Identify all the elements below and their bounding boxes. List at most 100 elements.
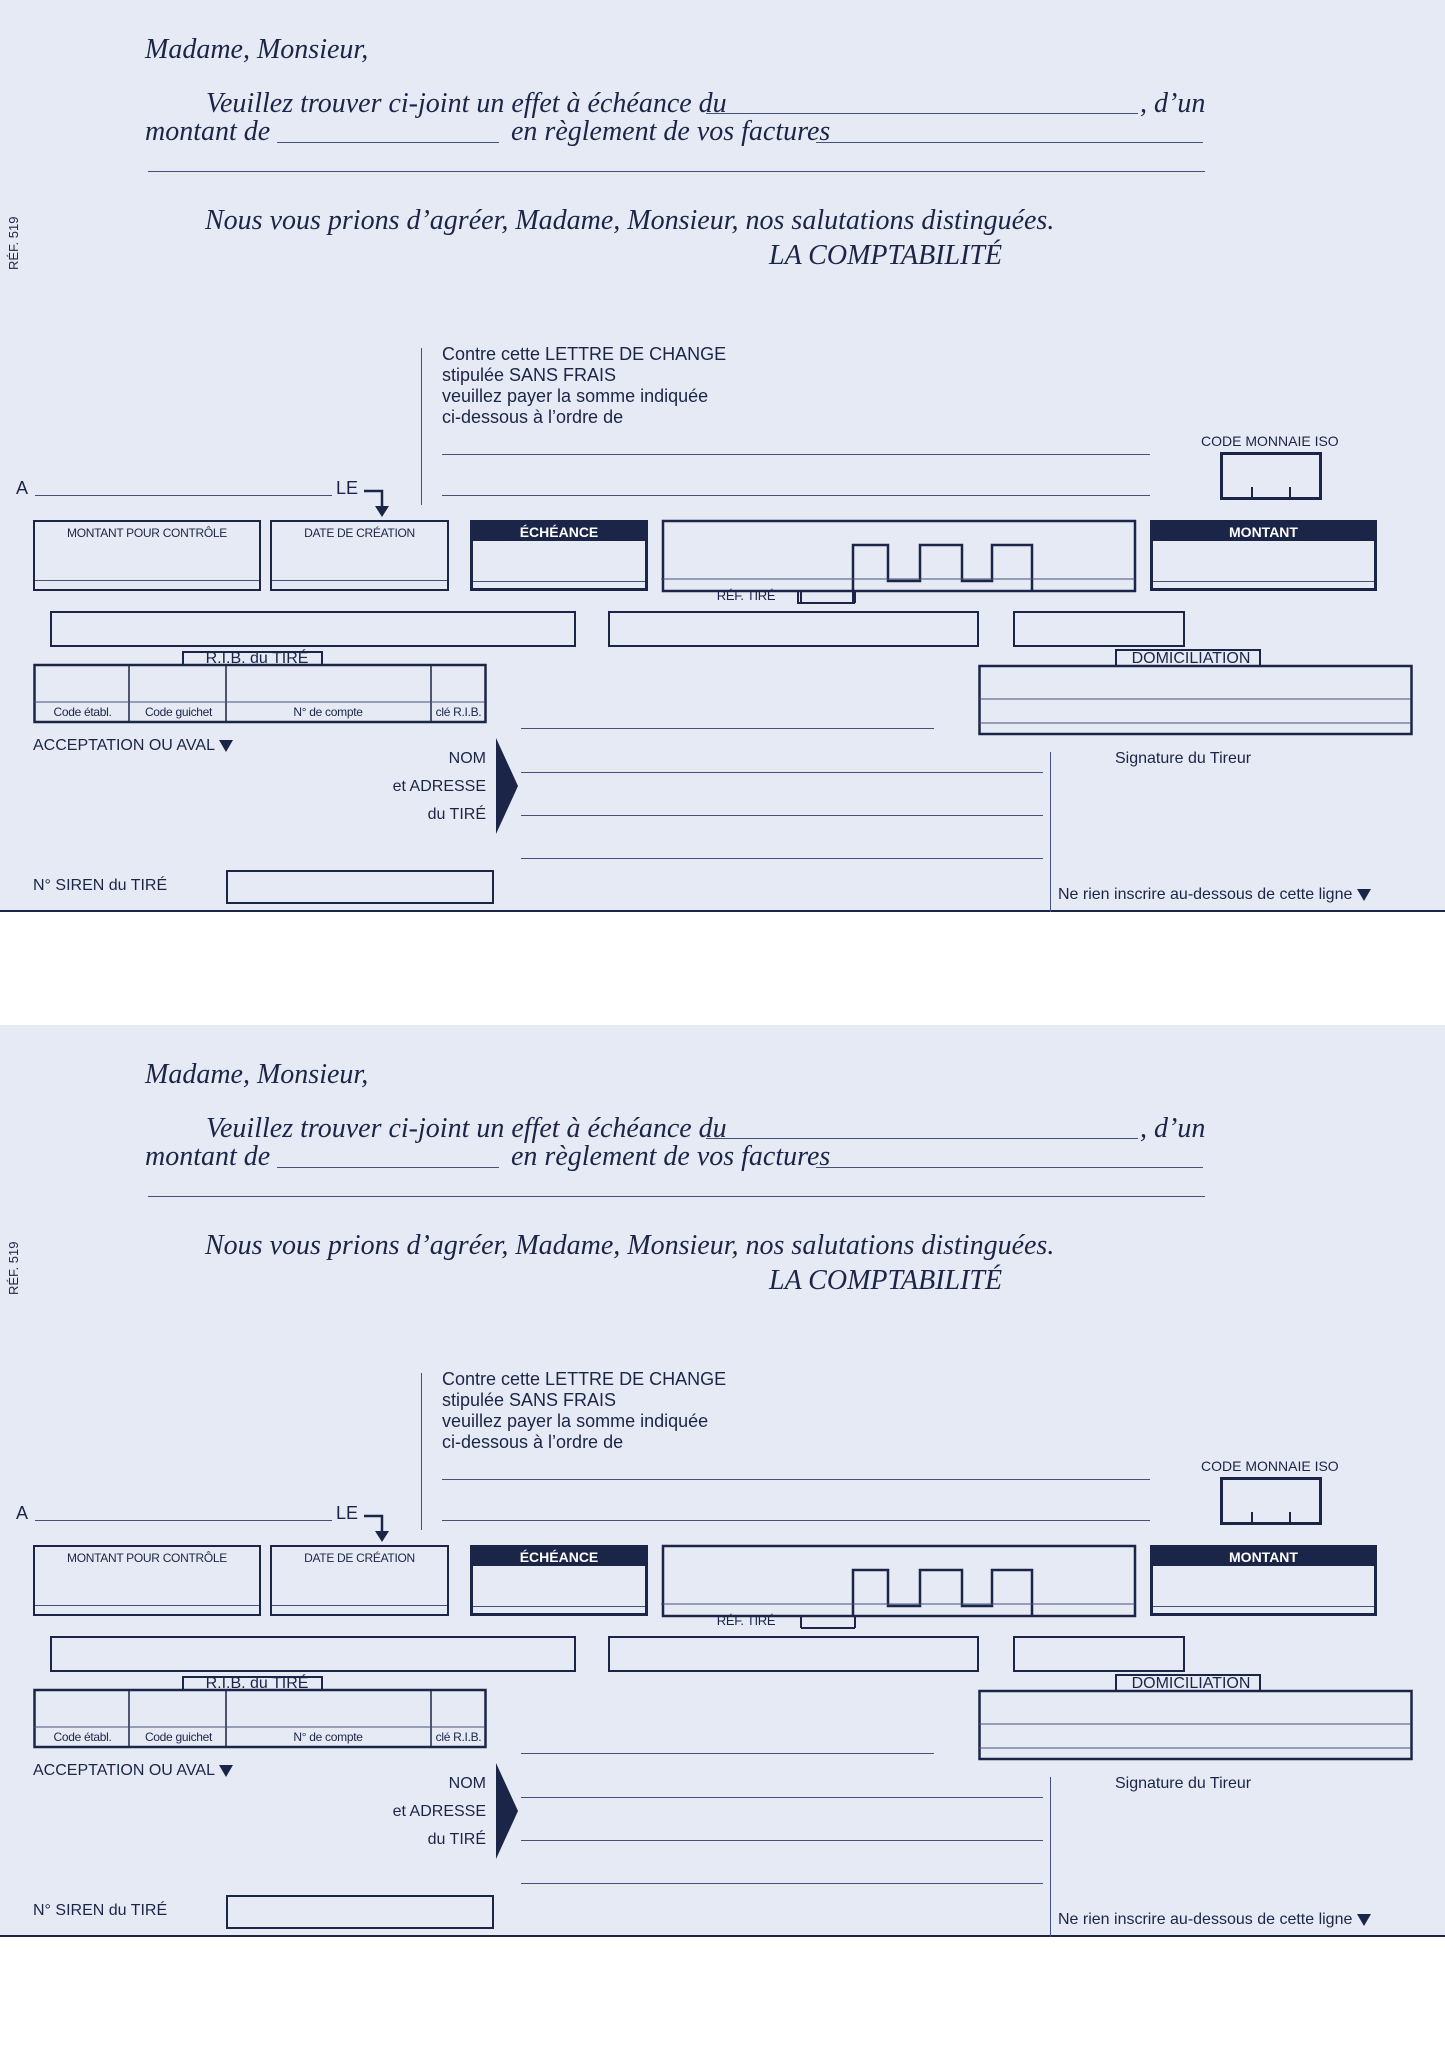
instructions-line1: Contre cette LETTRE DE CHANGE (442, 1369, 727, 1389)
drawee-ref-label: RÉF. TIRÉ (716, 588, 776, 603)
due-date-field[interactable] (706, 1138, 1138, 1139)
domiciliation-label: DOMICILIATION (1131, 1675, 1251, 1692)
address-line-3[interactable] (521, 1883, 1043, 1884)
creation-date-rule (272, 1605, 447, 1606)
payee-line-2[interactable] (442, 495, 1150, 496)
creation-date-label: DATE DE CRÉATION (304, 1551, 415, 1565)
creation-date-rule (272, 580, 447, 581)
payee-line-1[interactable] (442, 454, 1150, 455)
rib-key-label: clé R.I.B. (435, 705, 482, 719)
amount-field[interactable] (277, 1167, 499, 1168)
closing-line: Nous vous prions d’agréer, Madame, Monsi… (205, 205, 1055, 236)
drawee-reference-box[interactable] (661, 519, 1138, 605)
account-number-label: N° de compte (293, 705, 363, 719)
bank-code-label: Code établ. (53, 1730, 112, 1744)
rib-label: R.I.B. du TIRÉ (205, 650, 309, 667)
currency-code-label: CODE MONNAIE ISO (1201, 433, 1339, 449)
place-field[interactable] (35, 495, 332, 496)
date-label: LE (336, 1503, 359, 1523)
invoices-field-cont[interactable] (148, 171, 1205, 172)
domiciliation-box[interactable] (978, 647, 1414, 737)
triangle-down-icon (1356, 1913, 1371, 1926)
control-amount-box[interactable]: MONTANT POUR CONTRÔLE (33, 520, 261, 591)
reference-number: RÉF. 519 (6, 216, 21, 270)
payment-instructions: Contre cette LETTRE DE CHANGE stipulée S… (442, 344, 726, 428)
middle-field[interactable] (608, 1636, 979, 1672)
closing-line: Nous vous prions d’agréer, Madame, Monsi… (205, 1230, 1055, 1261)
address-line-3[interactable] (521, 858, 1043, 859)
address-line-1[interactable] (521, 772, 1043, 773)
bill-of-exchange-form-2: Madame, Monsieur, Veuillez trouver ci-jo… (0, 1025, 1445, 1937)
address-line-2[interactable] (521, 815, 1043, 816)
drawee-name-address-labels: NOM et ADRESSE du TIRÉ (330, 1770, 486, 1854)
place-label: A (16, 478, 29, 498)
address-label: et ADRESSE (392, 1803, 486, 1820)
account-number-label: N° de compte (293, 1730, 363, 1744)
bill-of-exchange-form-1: Madame, Monsieur, Veuillez trouver ci-jo… (0, 0, 1445, 912)
amount-field[interactable] (277, 142, 499, 143)
place-field[interactable] (35, 1520, 332, 1521)
amount-box[interactable]: MONTANT (1150, 1545, 1377, 1616)
middle-field[interactable] (608, 611, 979, 647)
drawee-label: du TIRÉ (427, 806, 486, 823)
reference-number: RÉF. 519 (6, 1241, 21, 1295)
invoices-field[interactable] (816, 142, 1203, 143)
vertical-divider (421, 348, 422, 505)
address-line-0[interactable] (521, 728, 934, 729)
small-field[interactable] (1013, 611, 1185, 647)
creation-date-box[interactable]: DATE DE CRÉATION (270, 520, 449, 591)
small-field[interactable] (1013, 1636, 1185, 1672)
rib-key-label: clé R.I.B. (435, 1730, 482, 1744)
branch-code-label: Code guichet (144, 705, 213, 719)
name-label: NOM (448, 1775, 486, 1792)
accounting-signature: LA COMPTABILITÉ (769, 1265, 1003, 1296)
siren-label: N° SIREN du TIRÉ (33, 877, 168, 894)
rib-name-field[interactable] (50, 611, 576, 647)
invoices-field[interactable] (816, 1167, 1203, 1168)
control-amount-box[interactable]: MONTANT POUR CONTRÔLE (33, 1545, 261, 1616)
domiciliation-label: DOMICILIATION (1131, 650, 1251, 667)
currency-tick-1 (1251, 1512, 1253, 1524)
drawee-reference-box[interactable] (661, 1544, 1138, 1630)
address-line-2[interactable] (521, 1840, 1043, 1841)
place-label: A (16, 1503, 29, 1523)
due-date-box[interactable]: ÉCHÉANCE (470, 1545, 648, 1616)
acceptance-text: ACCEPTATION OU AVAL (33, 737, 215, 754)
vertical-divider (421, 1373, 422, 1530)
currency-tick-2 (1289, 487, 1291, 499)
instructions-line3: veuillez payer la somme indiquée (442, 1411, 709, 1431)
due-date-box[interactable]: ÉCHÉANCE (470, 520, 648, 591)
address-line-0[interactable] (521, 1753, 934, 1754)
invoices-field-cont[interactable] (148, 1196, 1205, 1197)
rib-name-field[interactable] (50, 1636, 576, 1672)
siren-field[interactable] (226, 1895, 494, 1929)
drawee-ref-label: RÉF. TIRÉ (716, 1613, 776, 1628)
letter-line2-start: montant de (145, 116, 271, 147)
currency-code-box[interactable] (1220, 1477, 1322, 1525)
rib-table[interactable] (33, 649, 488, 725)
amount-header: MONTANT (1153, 1548, 1374, 1566)
currency-code-box[interactable] (1220, 452, 1322, 500)
signature-divider (1050, 752, 1051, 912)
siren-label: N° SIREN du TIRÉ (33, 1902, 168, 1919)
domiciliation-box[interactable] (978, 1672, 1414, 1762)
payee-line-1[interactable] (442, 1479, 1150, 1480)
name-label: NOM (448, 750, 486, 767)
control-amount-rule (35, 580, 259, 581)
siren-field[interactable] (226, 870, 494, 904)
letter-line2-start: montant de (145, 1141, 271, 1172)
currency-code-label: CODE MONNAIE ISO (1201, 1458, 1339, 1474)
control-amount-rule (35, 1605, 259, 1606)
do-not-write-text: Ne rien inscrire au-dessous de cette lig… (1058, 1911, 1353, 1928)
rib-table[interactable] (33, 1674, 488, 1750)
salutation: Madame, Monsieur, (145, 34, 369, 65)
amount-box[interactable]: MONTANT (1150, 520, 1377, 591)
triangle-down-icon (218, 739, 233, 752)
payee-line-2[interactable] (442, 1520, 1150, 1521)
creation-date-box[interactable]: DATE DE CRÉATION (270, 1545, 449, 1616)
address-line-1[interactable] (521, 1797, 1043, 1798)
currency-tick-2 (1289, 1512, 1291, 1524)
due-date-field[interactable] (706, 113, 1138, 114)
letter-line1-start: Veuillez trouver ci-joint un effet à éch… (206, 88, 727, 119)
control-amount-label: MONTANT POUR CONTRÔLE (67, 1551, 227, 1565)
